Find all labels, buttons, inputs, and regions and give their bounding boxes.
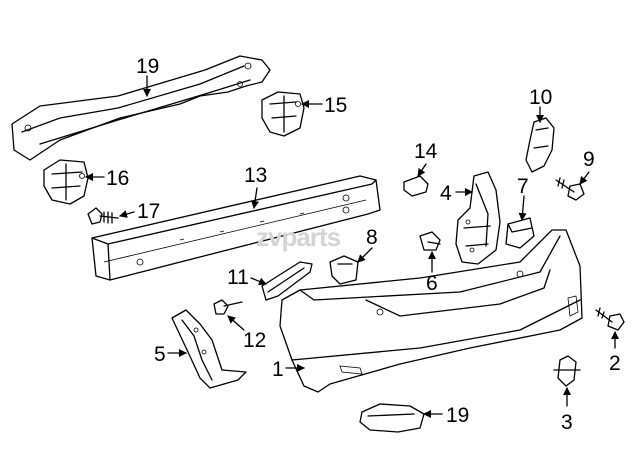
callout-4: 4 — [440, 182, 452, 205]
part-4-side-retainer[interactable] — [455, 171, 501, 265]
callout-14: 14 — [414, 140, 438, 163]
part-1-bumper-cover[interactable] — [279, 229, 583, 393]
callout-7: 7 — [517, 175, 529, 198]
part-11-bracket[interactable] — [261, 261, 313, 301]
callout-16: 16 — [106, 167, 129, 190]
callout-2: 2 — [609, 352, 621, 375]
callout-8: 8 — [366, 226, 378, 249]
callout-3: 3 — [561, 411, 573, 434]
part-9-bolt[interactable] — [555, 177, 585, 201]
part-2-bolt[interactable] — [595, 307, 625, 331]
part-3-push-clip[interactable] — [553, 355, 581, 387]
part-15-bracket[interactable] — [261, 91, 305, 137]
watermark: zvparts — [256, 222, 341, 252]
part-7-block[interactable] — [505, 217, 535, 249]
part-12-bolt[interactable] — [213, 299, 243, 315]
callout-15: 15 — [324, 94, 347, 117]
callout-1: 1 — [272, 358, 284, 381]
callout-10: 10 — [529, 86, 552, 109]
callout-6: 6 — [426, 272, 438, 295]
part-19-reflector[interactable] — [359, 403, 425, 433]
callout-5: 5 — [154, 343, 166, 366]
callout-arrows — [85, 75, 619, 418]
part-5-bracket[interactable] — [171, 309, 247, 389]
part-18-reinforcement-bar[interactable] — [11, 55, 271, 161]
part-13-energy-absorber[interactable] — [91, 175, 381, 281]
callout-19: 19 — [446, 404, 469, 427]
callout-17: 17 — [137, 200, 160, 223]
part-10-bracket[interactable] — [525, 117, 555, 173]
callout-9: 9 — [583, 148, 595, 171]
callout-13: 13 — [244, 164, 267, 187]
part-14-clip[interactable] — [403, 175, 429, 197]
part-16-bracket[interactable] — [43, 159, 89, 205]
part-6-clip[interactable] — [419, 231, 441, 251]
part-8-clip[interactable] — [329, 255, 359, 285]
part-17-bolt[interactable] — [87, 207, 119, 225]
callout-18: 19 — [136, 55, 159, 78]
callout-11: 11 — [227, 266, 249, 289]
callout-12: 12 — [243, 329, 266, 352]
